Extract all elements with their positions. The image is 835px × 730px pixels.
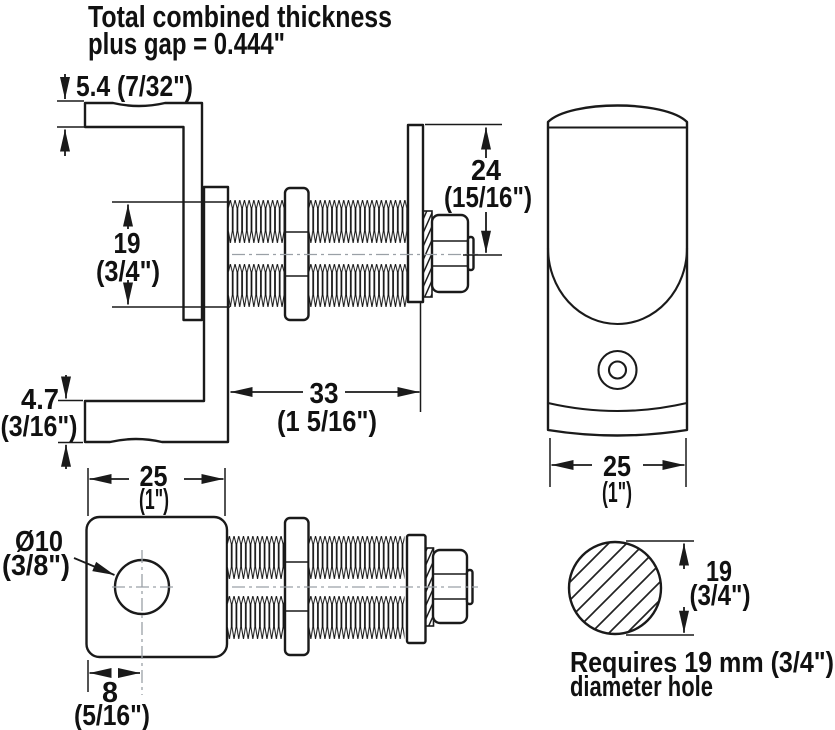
flange-washer [405,533,427,645]
thread-section-a2 [227,536,285,639]
dim-24-mm: 24 [471,155,501,187]
dim-hole-dia-mm: Ø10 [15,526,63,558]
dim-front-width-inch: (1") [602,477,632,509]
dim-drill-dia-inch: (3/4") [690,580,751,612]
upper-bracket [83,101,204,322]
thread-section-b2 [308,536,405,639]
dim-bolt-dia-inch: (3/4") [96,256,160,288]
dim-plate-width-inch: (1") [139,484,169,516]
hex-nut [430,213,470,294]
mounting-plate [406,123,425,304]
button-outer-circle [597,349,638,391]
front-body-curve [546,246,689,325]
title-line2: plus gap = 0.444" [88,26,285,61]
dim-33-inch: (1 5/16") [277,406,377,438]
dim-front-width-mm: 25 [603,451,631,483]
center-lines [112,253,478,695]
note-line1: Requires 19 mm (3/4") [570,647,834,679]
note-line2: diameter hole [570,671,713,703]
lower-bracket [83,185,230,444]
dim-top-arm-thickness: 5.4 (7/32") [76,71,193,103]
button-inner-circle [607,360,628,380]
title-line1: Total combined thickness [88,0,392,34]
dim-bolt-dia-mm: 19 [114,228,141,260]
front-bottom-band [546,401,689,413]
drill-hole-hatched-circle [567,540,663,636]
dim-hole-offset-inch: (5/16") [74,700,150,730]
dim-24-inch: (15/16") [444,182,532,214]
hole-dia-leader-line [73,557,115,576]
thread-section-a [228,200,285,307]
front-view [546,104,689,437]
side-section-view [83,101,475,444]
jam-nut [283,186,310,322]
shaft-pin [466,235,475,272]
dim-47-inch: (3/16") [1,411,78,443]
dim-hole-dia-inch: (3/8") [2,550,70,582]
dim-33-mm: 33 [310,378,339,410]
dim-drill-dia-mm: 19 [706,556,732,588]
dim-hole-offset-mm: 8 [102,677,118,709]
dim-plate-width-mm: 25 [140,461,168,493]
extension-lines [57,100,694,692]
dim-47-mm: 4.7 [21,384,59,416]
dimension-arrows [60,74,689,678]
front-view-outline [546,104,689,437]
thread-section-b [308,200,407,307]
